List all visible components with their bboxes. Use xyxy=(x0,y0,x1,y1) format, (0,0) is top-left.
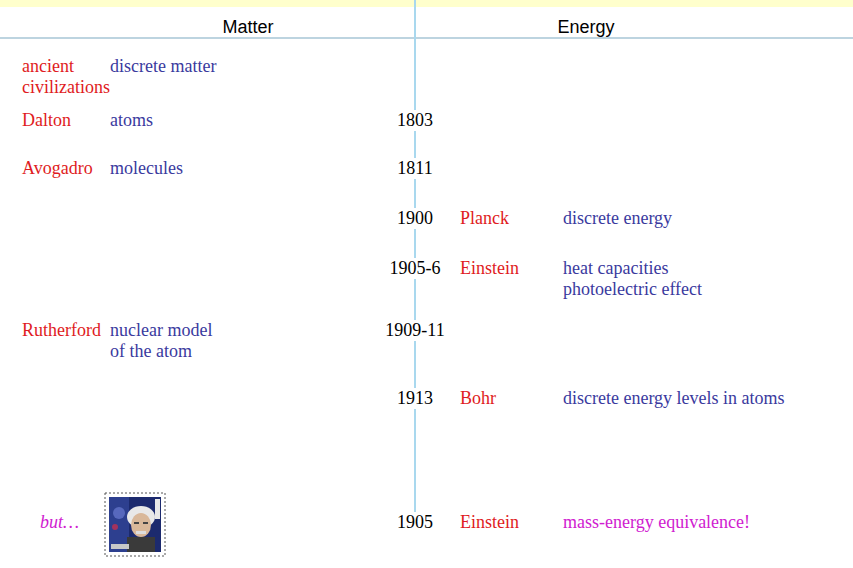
concept: discrete energy levels in atoms xyxy=(563,388,785,409)
year: 1803 xyxy=(394,110,436,131)
scientist-name: Einstein xyxy=(460,258,519,279)
scientist-name: Bohr xyxy=(460,388,496,409)
column-header: Matter xyxy=(222,17,273,38)
scientist-name: Rutherford xyxy=(22,320,101,341)
concept: heat capacities photoelectric effect xyxy=(563,258,702,300)
year: 1913 xyxy=(394,388,436,409)
scientist-name: Avogadro xyxy=(22,158,93,179)
concept: discrete matter xyxy=(110,56,216,77)
year: 1811 xyxy=(394,158,435,179)
concept: atoms xyxy=(110,110,153,131)
year: 1905-6 xyxy=(387,258,444,279)
year: 1909-11 xyxy=(382,320,447,341)
concept: nuclear model of the atom xyxy=(110,320,212,362)
concept: mass-energy equivalence! xyxy=(563,512,750,533)
header-rule xyxy=(0,37,853,39)
concept: discrete energy xyxy=(563,208,672,229)
einstein-stamp xyxy=(105,493,165,556)
scientist-name: Dalton xyxy=(22,110,71,131)
year: 1905 xyxy=(394,512,436,533)
column-header: Energy xyxy=(557,17,614,38)
civilization-name: ancient civilizations xyxy=(22,56,110,98)
note: but… xyxy=(40,512,79,533)
top-band xyxy=(0,0,853,7)
scientist-name: Einstein xyxy=(460,512,519,533)
scientist-name: Planck xyxy=(460,208,509,229)
concept: molecules xyxy=(110,158,183,179)
year: 1900 xyxy=(394,208,436,229)
